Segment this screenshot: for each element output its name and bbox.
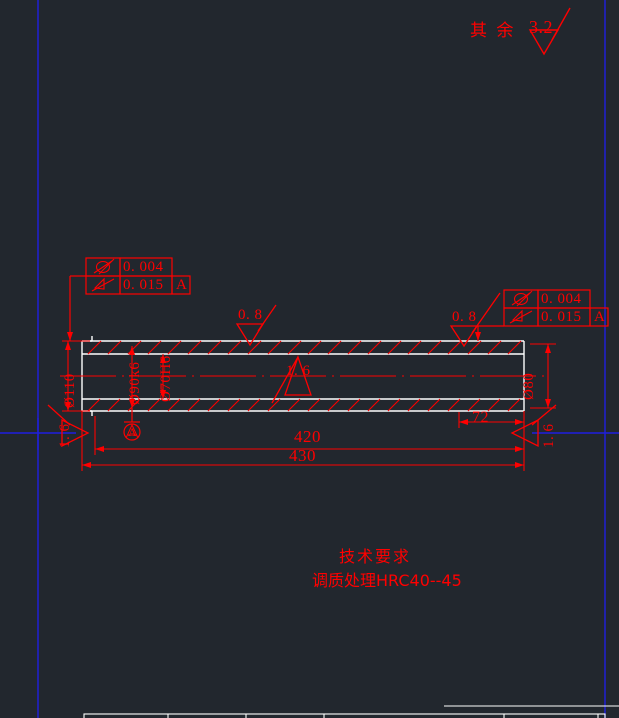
tolerance-frame-right[interactable] [475,289,609,341]
surface-finish-bottom-right [510,404,557,448]
surface-finish-right [449,292,501,348]
cylindricity-icon [511,290,533,307]
surface-finish-bottom-left [47,404,90,448]
datum-a-symbol[interactable] [123,408,141,441]
surface-finish-bottom-right-value: 1. 6 [541,423,557,449]
diameter-80-label: Ø80 [521,372,537,400]
diameter-90k6-label: Ø90k6 [127,361,143,405]
tolerance-right-value-1: 0. 004 [541,291,582,307]
title-block[interactable] [83,705,619,718]
surface-finish-center-value: 1. 6 [286,363,311,379]
surface-finish-left-value: 0. 8 [238,307,263,323]
surface-finish-right-value: 0. 8 [452,309,477,325]
dimension-430 [81,411,525,471]
tolerance-left-value-1: 0. 004 [123,259,164,275]
section-hatching [87,340,522,412]
dimension-72 [458,411,525,428]
surface-finish-left [235,304,277,347]
dimension-420 [94,416,525,455]
notes-line-1: 调质处理HRC40--45 [312,571,462,590]
tolerance-right-datum: A [594,309,606,325]
notes-heading: 技术要求 [339,547,412,566]
general-roughness-symbol [528,7,571,56]
general-roughness-value: 3.2 [529,17,553,37]
sheet-border [37,0,606,718]
datum-a-letter: A [128,425,138,439]
diameter-70H6-label: Ø70H6 [158,355,174,402]
dimension-diameter-110 [62,340,90,412]
crosshair-cursor[interactable] [0,418,619,450]
dimension-72-value: 72 [472,409,489,426]
general-roughness-label: 其 余 [470,21,516,41]
circular-runout-icon [509,309,533,324]
tolerance-left-value-2: 0. 015 [123,277,164,293]
tolerance-frame-left[interactable] [67,257,191,341]
circular-runout-icon [91,277,115,292]
tolerance-right-value-2: 0. 015 [541,309,582,325]
surface-finish-bottom-left-value: 1. 6 [57,423,73,449]
dimension-430-value: 430 [289,446,316,465]
tolerance-left-datum: A [176,277,188,293]
cylindricity-icon [93,258,115,275]
dimension-420-value: 420 [294,427,321,446]
diameter-110-label: Ø110 [62,373,78,408]
surface-finish-center [271,354,312,404]
